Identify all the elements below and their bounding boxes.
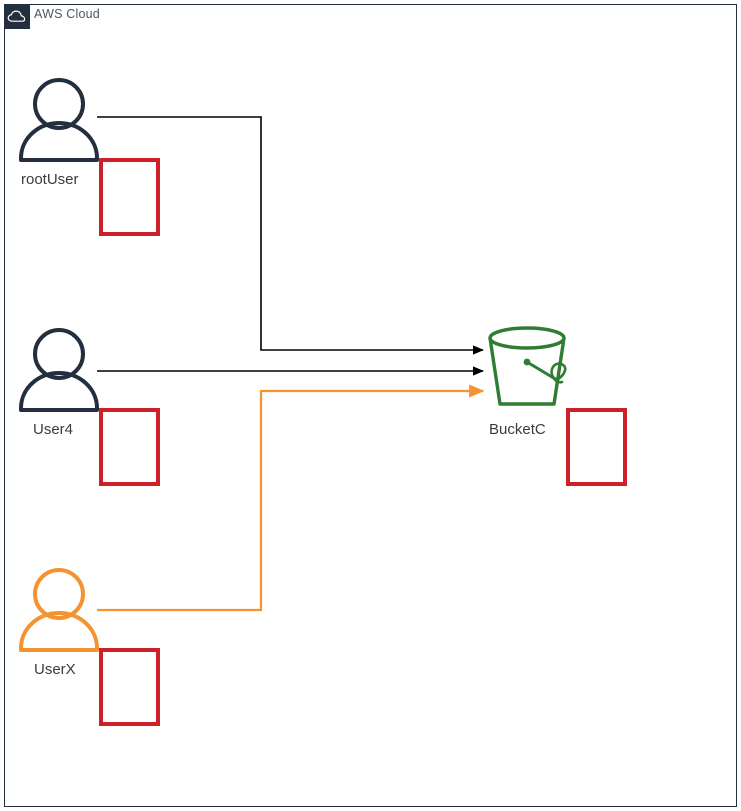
- connector-rootUser-to-BucketC: [97, 116, 485, 355]
- aws-cloud-title: AWS Cloud: [34, 7, 100, 21]
- policy-checklist-icon-User4: [99, 408, 160, 486]
- connector-UserX-to-BucketC: [97, 384, 485, 612]
- s3-bucket-icon-BucketC: [488, 326, 567, 406]
- user-icon-User4: [19, 328, 99, 412]
- cloud-icon: [4, 4, 30, 29]
- user-icon-rootUser: [19, 78, 99, 162]
- policy-checklist-icon-rootUser: [99, 158, 160, 236]
- policy-checklist-icon-BucketC: [566, 408, 627, 486]
- user-icon-UserX: [19, 568, 99, 652]
- node-label-rootuser: rootUser: [21, 171, 79, 188]
- node-label-user4: User4: [33, 421, 74, 438]
- policy-checklist-icon-UserX: [99, 648, 160, 726]
- node-label-bucketc: BucketC: [489, 421, 546, 438]
- node-label-userx: UserX: [34, 661, 76, 678]
